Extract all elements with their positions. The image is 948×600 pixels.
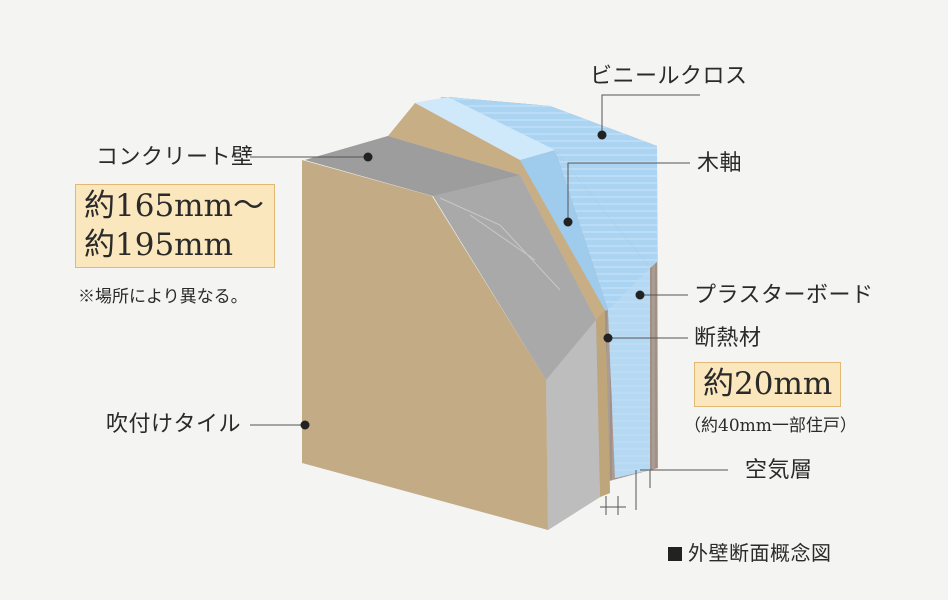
- concrete-wall-label: コンクリート壁: [96, 145, 254, 170]
- leader-dots: [300, 130, 645, 430]
- diagram-caption: 外壁断面概念図: [668, 537, 832, 566]
- wood-frame-label: 木軸: [697, 151, 743, 176]
- concrete-thickness-line-2: 約195mm: [84, 227, 233, 263]
- insulation-label: 断熱材: [694, 326, 762, 351]
- insulation-thickness-box: 約20mm: [694, 362, 842, 407]
- concrete-note: ※場所により異なる。: [78, 287, 248, 307]
- diagram-caption-text: 外壁断面概念図: [688, 541, 832, 565]
- insulation-note: （約40mm一部住戸）: [684, 416, 857, 436]
- air-layer-label: 空気層: [745, 458, 813, 483]
- square-bullet-icon: [668, 547, 682, 561]
- insulation-layer: [388, 103, 610, 497]
- concrete-wall-layer: [305, 136, 600, 530]
- vinyl-cloth-label: ビニールクロス: [590, 64, 748, 89]
- spray-tile-layer: [302, 160, 548, 530]
- spray-tile-label: 吹付けタイル: [106, 412, 242, 437]
- concrete-thickness-line-1: 約165mm～: [84, 188, 264, 224]
- leader-lines: [250, 94, 728, 515]
- plasterboard-label: プラスターボード: [694, 283, 874, 308]
- concrete-thickness-box: 約165mm～ 約195mm: [75, 184, 275, 268]
